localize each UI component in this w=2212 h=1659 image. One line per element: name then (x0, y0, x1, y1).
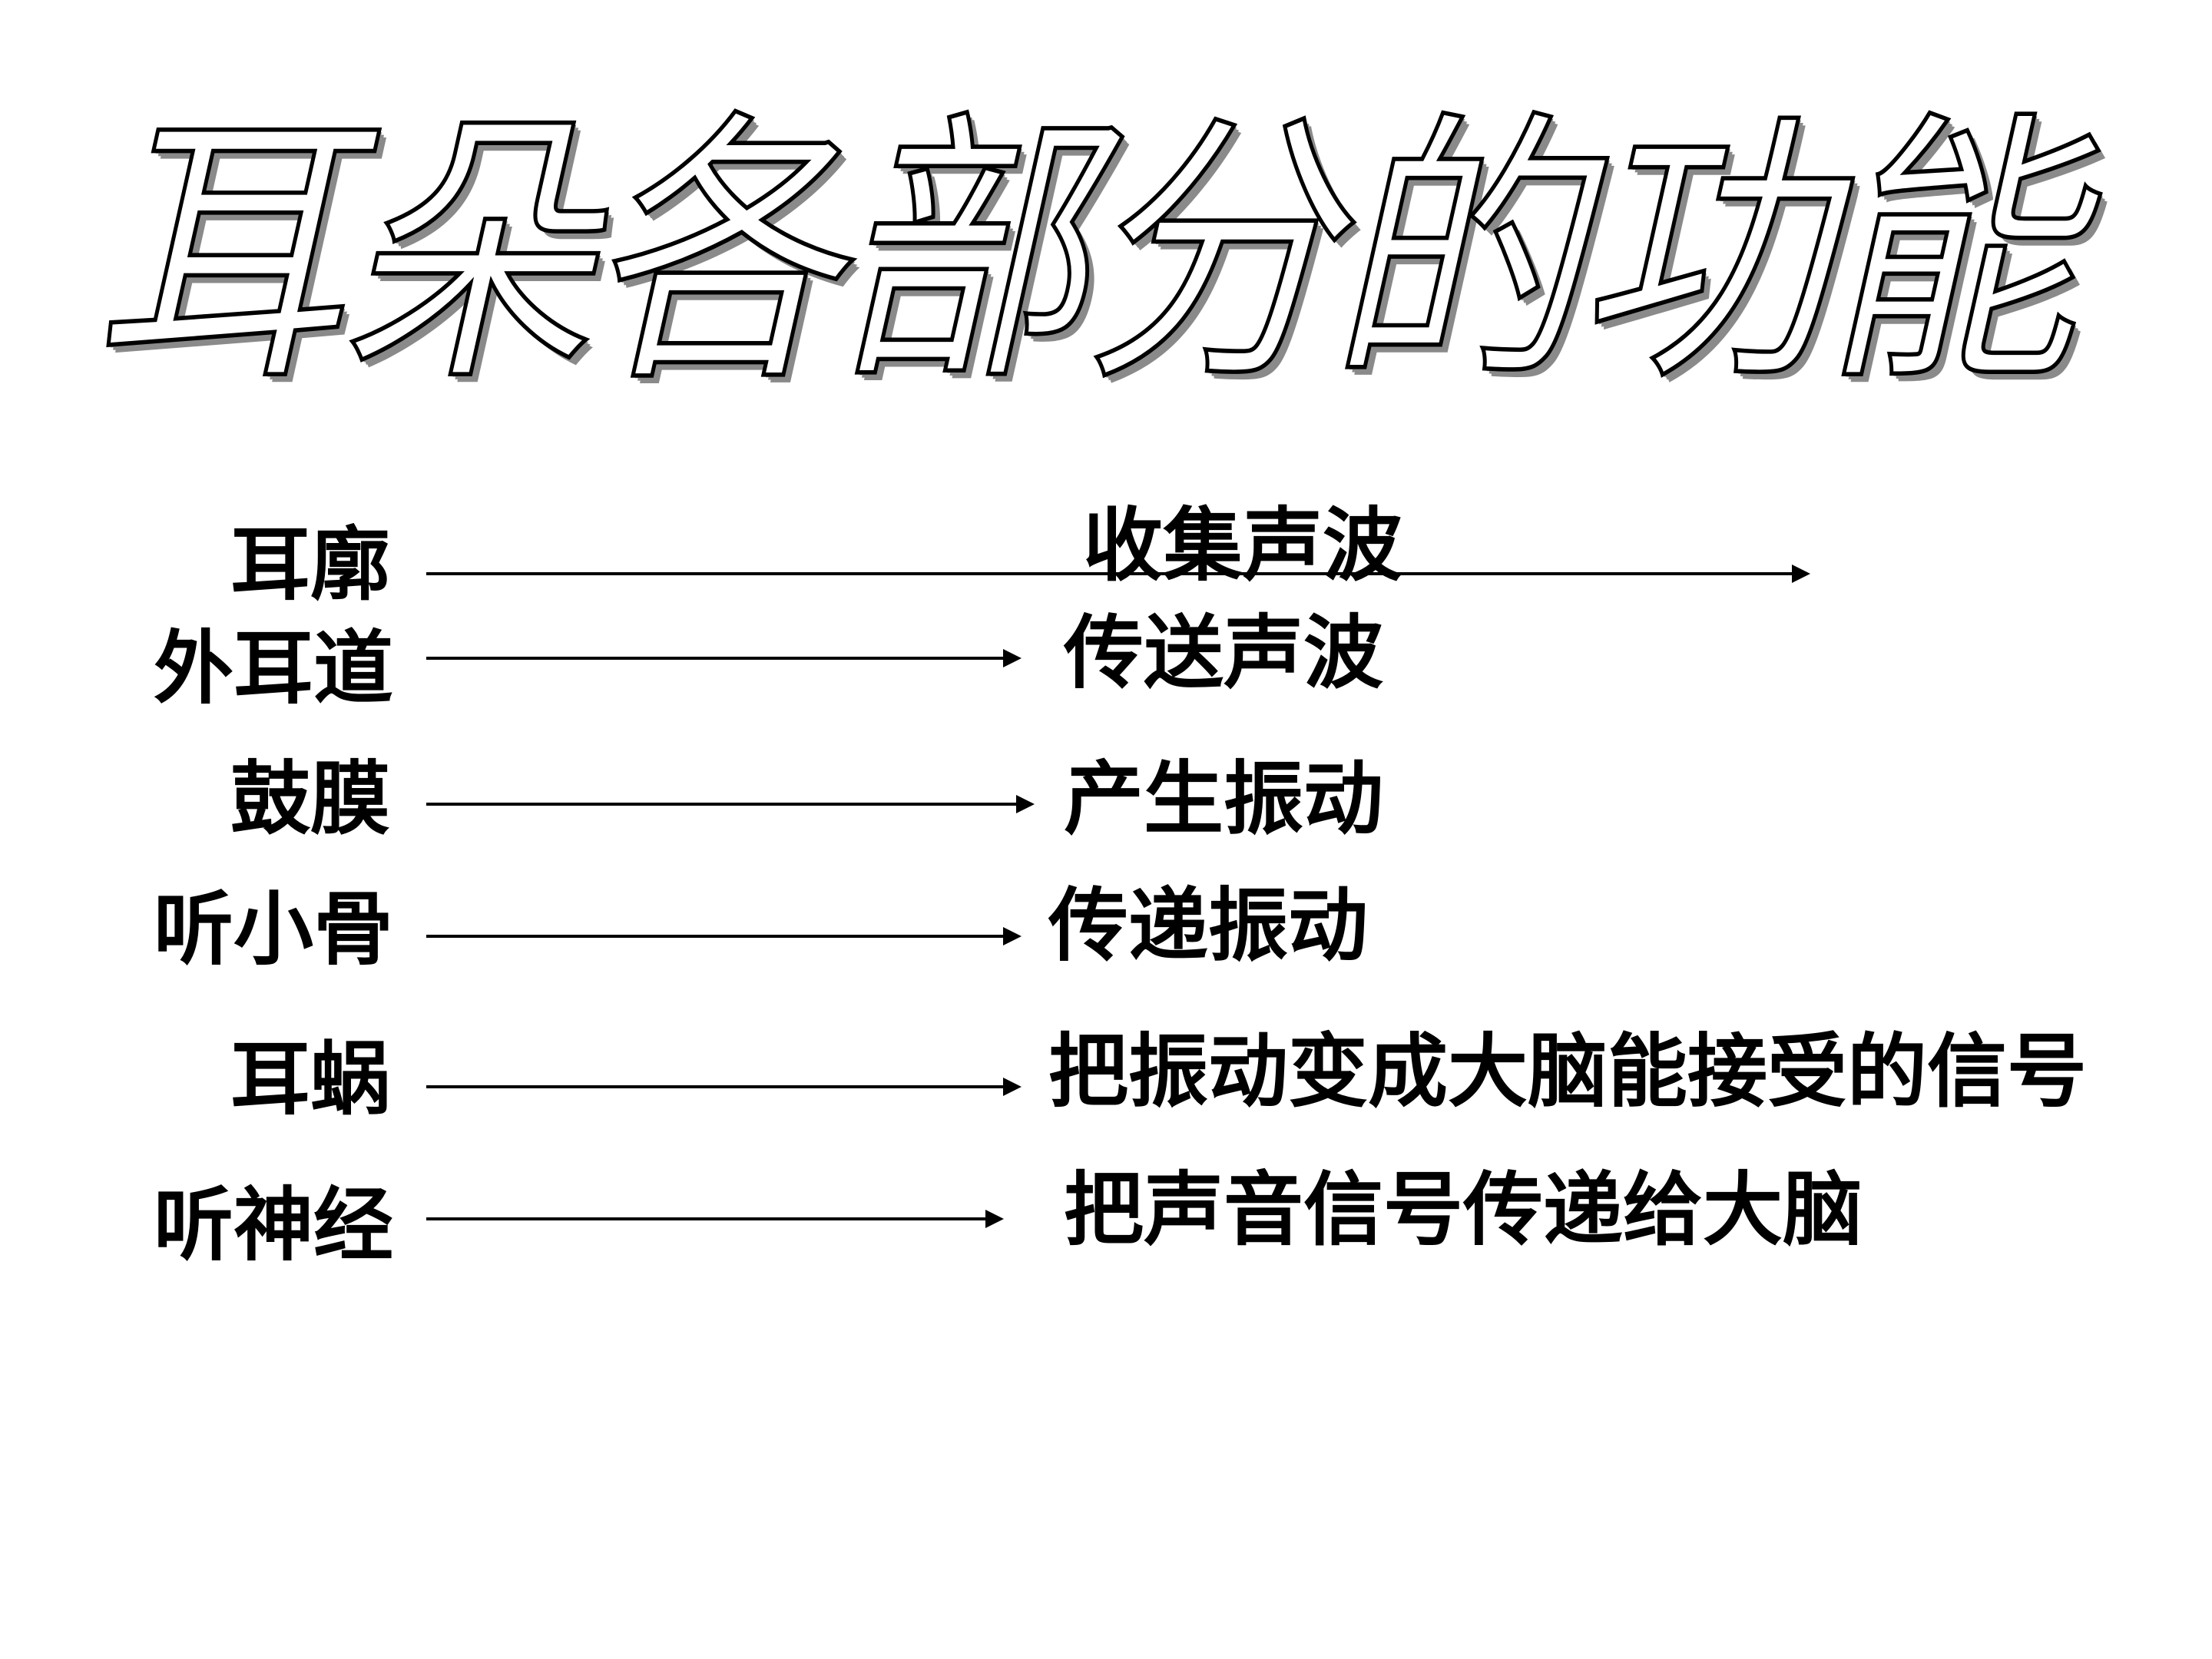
arrow-right-icon (426, 649, 1022, 667)
ear-part-label: 外耳道 (154, 621, 394, 715)
arrow-right-icon (426, 795, 1035, 813)
ear-function-label: 把声音信号传递给大脑 (1064, 1163, 1863, 1257)
arrow-right-icon (426, 1078, 1022, 1096)
ear-function-label: 产生振动 (1064, 752, 1384, 846)
ear-part-label: 鼓膜 (230, 752, 391, 846)
ear-function-label: 收集声波 (1083, 498, 1403, 592)
mapping-row-auricle: 耳廓 收集声波 (0, 498, 2212, 611)
arrow-right-icon (426, 927, 1022, 945)
mapping-row-ossicles: 听小骨 传递振动 (0, 879, 2212, 976)
mapping-row-eardrum: 鼓膜 产生振动 (0, 749, 2212, 845)
ear-part-label: 耳廓 (230, 518, 391, 611)
mapping-row-auditory-nerve: 听神经 把声音信号传递给大脑 (0, 1163, 2212, 1271)
mapping-row-ear-canal: 外耳道 传送声波 (0, 607, 2212, 714)
arrow-right-icon (426, 565, 1810, 583)
arrow-right-icon (426, 1210, 1004, 1228)
ear-function-label: 把振动变成大脑能接受的信号 (1048, 1025, 2088, 1118)
ear-part-label: 听神经 (154, 1178, 394, 1272)
ear-part-label: 听小骨 (154, 882, 394, 976)
ear-part-label: 耳蜗 (230, 1032, 391, 1126)
ear-function-label: 传送声波 (1064, 606, 1384, 700)
mapping-row-cochlea: 耳蜗 把振动变成大脑能接受的信号 (0, 1025, 2212, 1125)
ear-function-label: 传递振动 (1048, 879, 1369, 972)
slide-title: 耳朵各部分的功能 (91, 86, 2079, 421)
